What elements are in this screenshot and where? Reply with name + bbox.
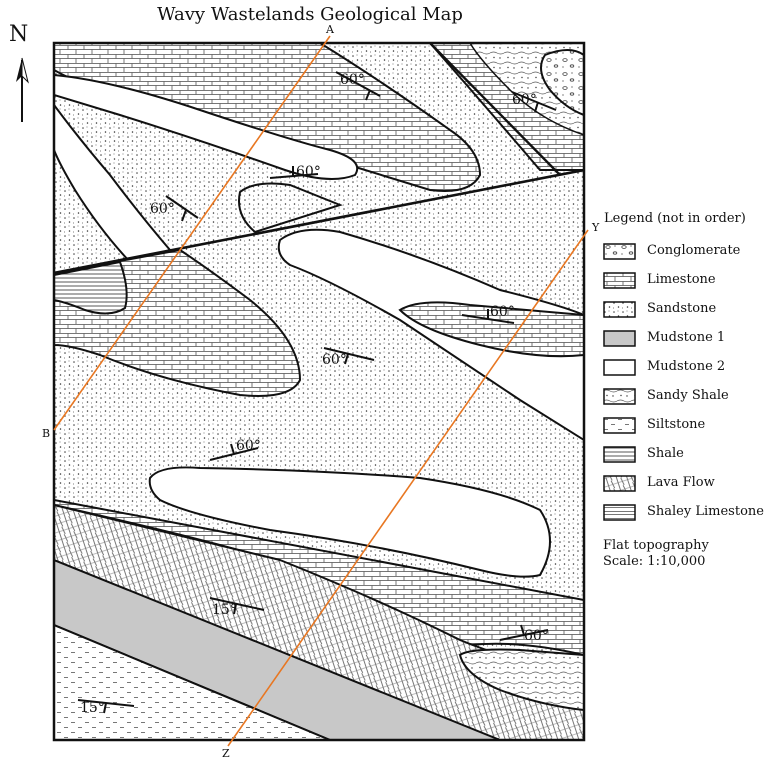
legend-label: Shaley Limestone xyxy=(647,504,764,519)
legend-label: Lava Flow xyxy=(647,475,715,490)
map-area xyxy=(54,43,584,740)
topography-note: Flat topography xyxy=(603,538,709,553)
mudstone2-swatch-icon xyxy=(603,359,636,376)
sandstone-swatch-icon xyxy=(603,301,636,318)
scale-note: Scale: 1:10,000 xyxy=(603,554,706,569)
mudstone2-unit-center xyxy=(277,228,584,442)
fault-line xyxy=(54,168,584,275)
strike-dip-symbols xyxy=(77,71,557,714)
section-label-b: B xyxy=(42,427,50,440)
map-footer: Flat topography Scale: 1:10,000 xyxy=(603,538,709,570)
legend-label: Limestone xyxy=(647,272,716,287)
sandyshale-swatch-icon xyxy=(603,388,636,405)
mudstone2-unit-lower xyxy=(148,466,551,578)
fault-line-ne xyxy=(429,43,561,176)
shale-unit xyxy=(54,260,128,315)
section-label-a: A xyxy=(325,23,335,36)
limestone-tongue xyxy=(398,301,584,358)
section-label-y: Y xyxy=(591,221,600,234)
dip-label: 15° xyxy=(212,602,237,618)
legend-label: Sandy Shale xyxy=(647,388,729,403)
mudstone1-swatch-icon xyxy=(603,330,636,347)
dip-label: 60° xyxy=(512,92,537,108)
dip-label: 60° xyxy=(236,438,261,454)
mudstone1-unit xyxy=(54,558,501,740)
legend-label: Conglomerate xyxy=(647,243,741,258)
map-title: Wavy Wastelands Geological Map xyxy=(157,4,463,25)
shale-swatch-icon xyxy=(603,446,636,463)
north-arrow-label: N xyxy=(9,22,29,47)
north-arrow-icon xyxy=(16,57,29,122)
siltstone-unit xyxy=(54,623,331,740)
map-border xyxy=(52,41,586,742)
conglomerate-swatch-icon xyxy=(603,243,636,260)
dip-label: 60° xyxy=(490,304,515,320)
legend-label: Mudstone 1 xyxy=(647,330,726,345)
dip-label: 60° xyxy=(322,352,347,368)
section-line-yz xyxy=(227,229,589,747)
legend-title: Legend (not in order) xyxy=(604,211,746,226)
dip-label: 60° xyxy=(524,628,549,644)
sandstone-lobe xyxy=(238,182,343,234)
legend-label: Siltstone xyxy=(647,417,706,432)
dip-label: 60° xyxy=(150,201,175,217)
siltstone-swatch-icon xyxy=(603,417,636,434)
sandyshale-unit-se xyxy=(458,648,584,712)
dip-label: 15° xyxy=(80,700,105,716)
shaleylimestone-swatch-icon xyxy=(603,504,636,521)
conglomerate-unit xyxy=(540,49,584,117)
legend-label: Shale xyxy=(647,446,684,461)
section-line-ab xyxy=(53,35,331,431)
dip-label: 60° xyxy=(340,72,365,88)
legend-label: Mudstone 2 xyxy=(647,359,726,374)
dip-label: 60° xyxy=(296,164,321,180)
lava-swatch-icon xyxy=(603,475,636,492)
legend-label: Sandstone xyxy=(647,301,717,316)
limestone-swatch-icon xyxy=(603,272,636,289)
mudstone2-unit xyxy=(54,73,359,180)
section-label-z: Z xyxy=(222,747,230,760)
